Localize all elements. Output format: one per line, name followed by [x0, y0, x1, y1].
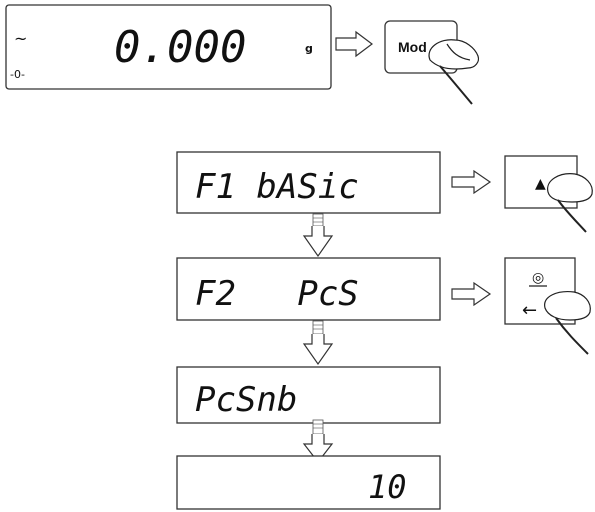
stability-mark: ~	[14, 29, 27, 48]
mode-key-label: Mod	[398, 39, 427, 55]
step-2-text: F2 PcS	[195, 274, 359, 314]
hollow-arrow-down-icon	[304, 321, 332, 364]
step-1-text: F1 bASic	[195, 167, 359, 207]
enter-circle-icon: ◎	[532, 270, 544, 286]
hollow-arrow-down-icon	[304, 214, 332, 256]
step-display-4: 10	[177, 456, 440, 509]
step-4-text: 10	[368, 468, 407, 506]
hollow-arrow-right-icon	[336, 32, 372, 56]
step-display-2: F2 PcS	[177, 258, 440, 320]
left-arrow-icon: ←	[522, 300, 537, 321]
unit-label: g	[305, 42, 313, 55]
hollow-arrow-right-icon	[452, 171, 490, 193]
hollow-arrow-right-icon	[452, 283, 490, 305]
top-display: ~ -0- 0.000 g	[6, 5, 331, 89]
step-display-1: F1 bASic	[177, 152, 440, 213]
zero-mark: -0-	[10, 68, 25, 81]
step-3-text: PcSnb	[195, 380, 297, 420]
step-display-3: PcSnb	[177, 367, 440, 423]
up-arrow-icon: ▲	[535, 176, 546, 192]
weight-reading: 0.000	[114, 22, 246, 73]
